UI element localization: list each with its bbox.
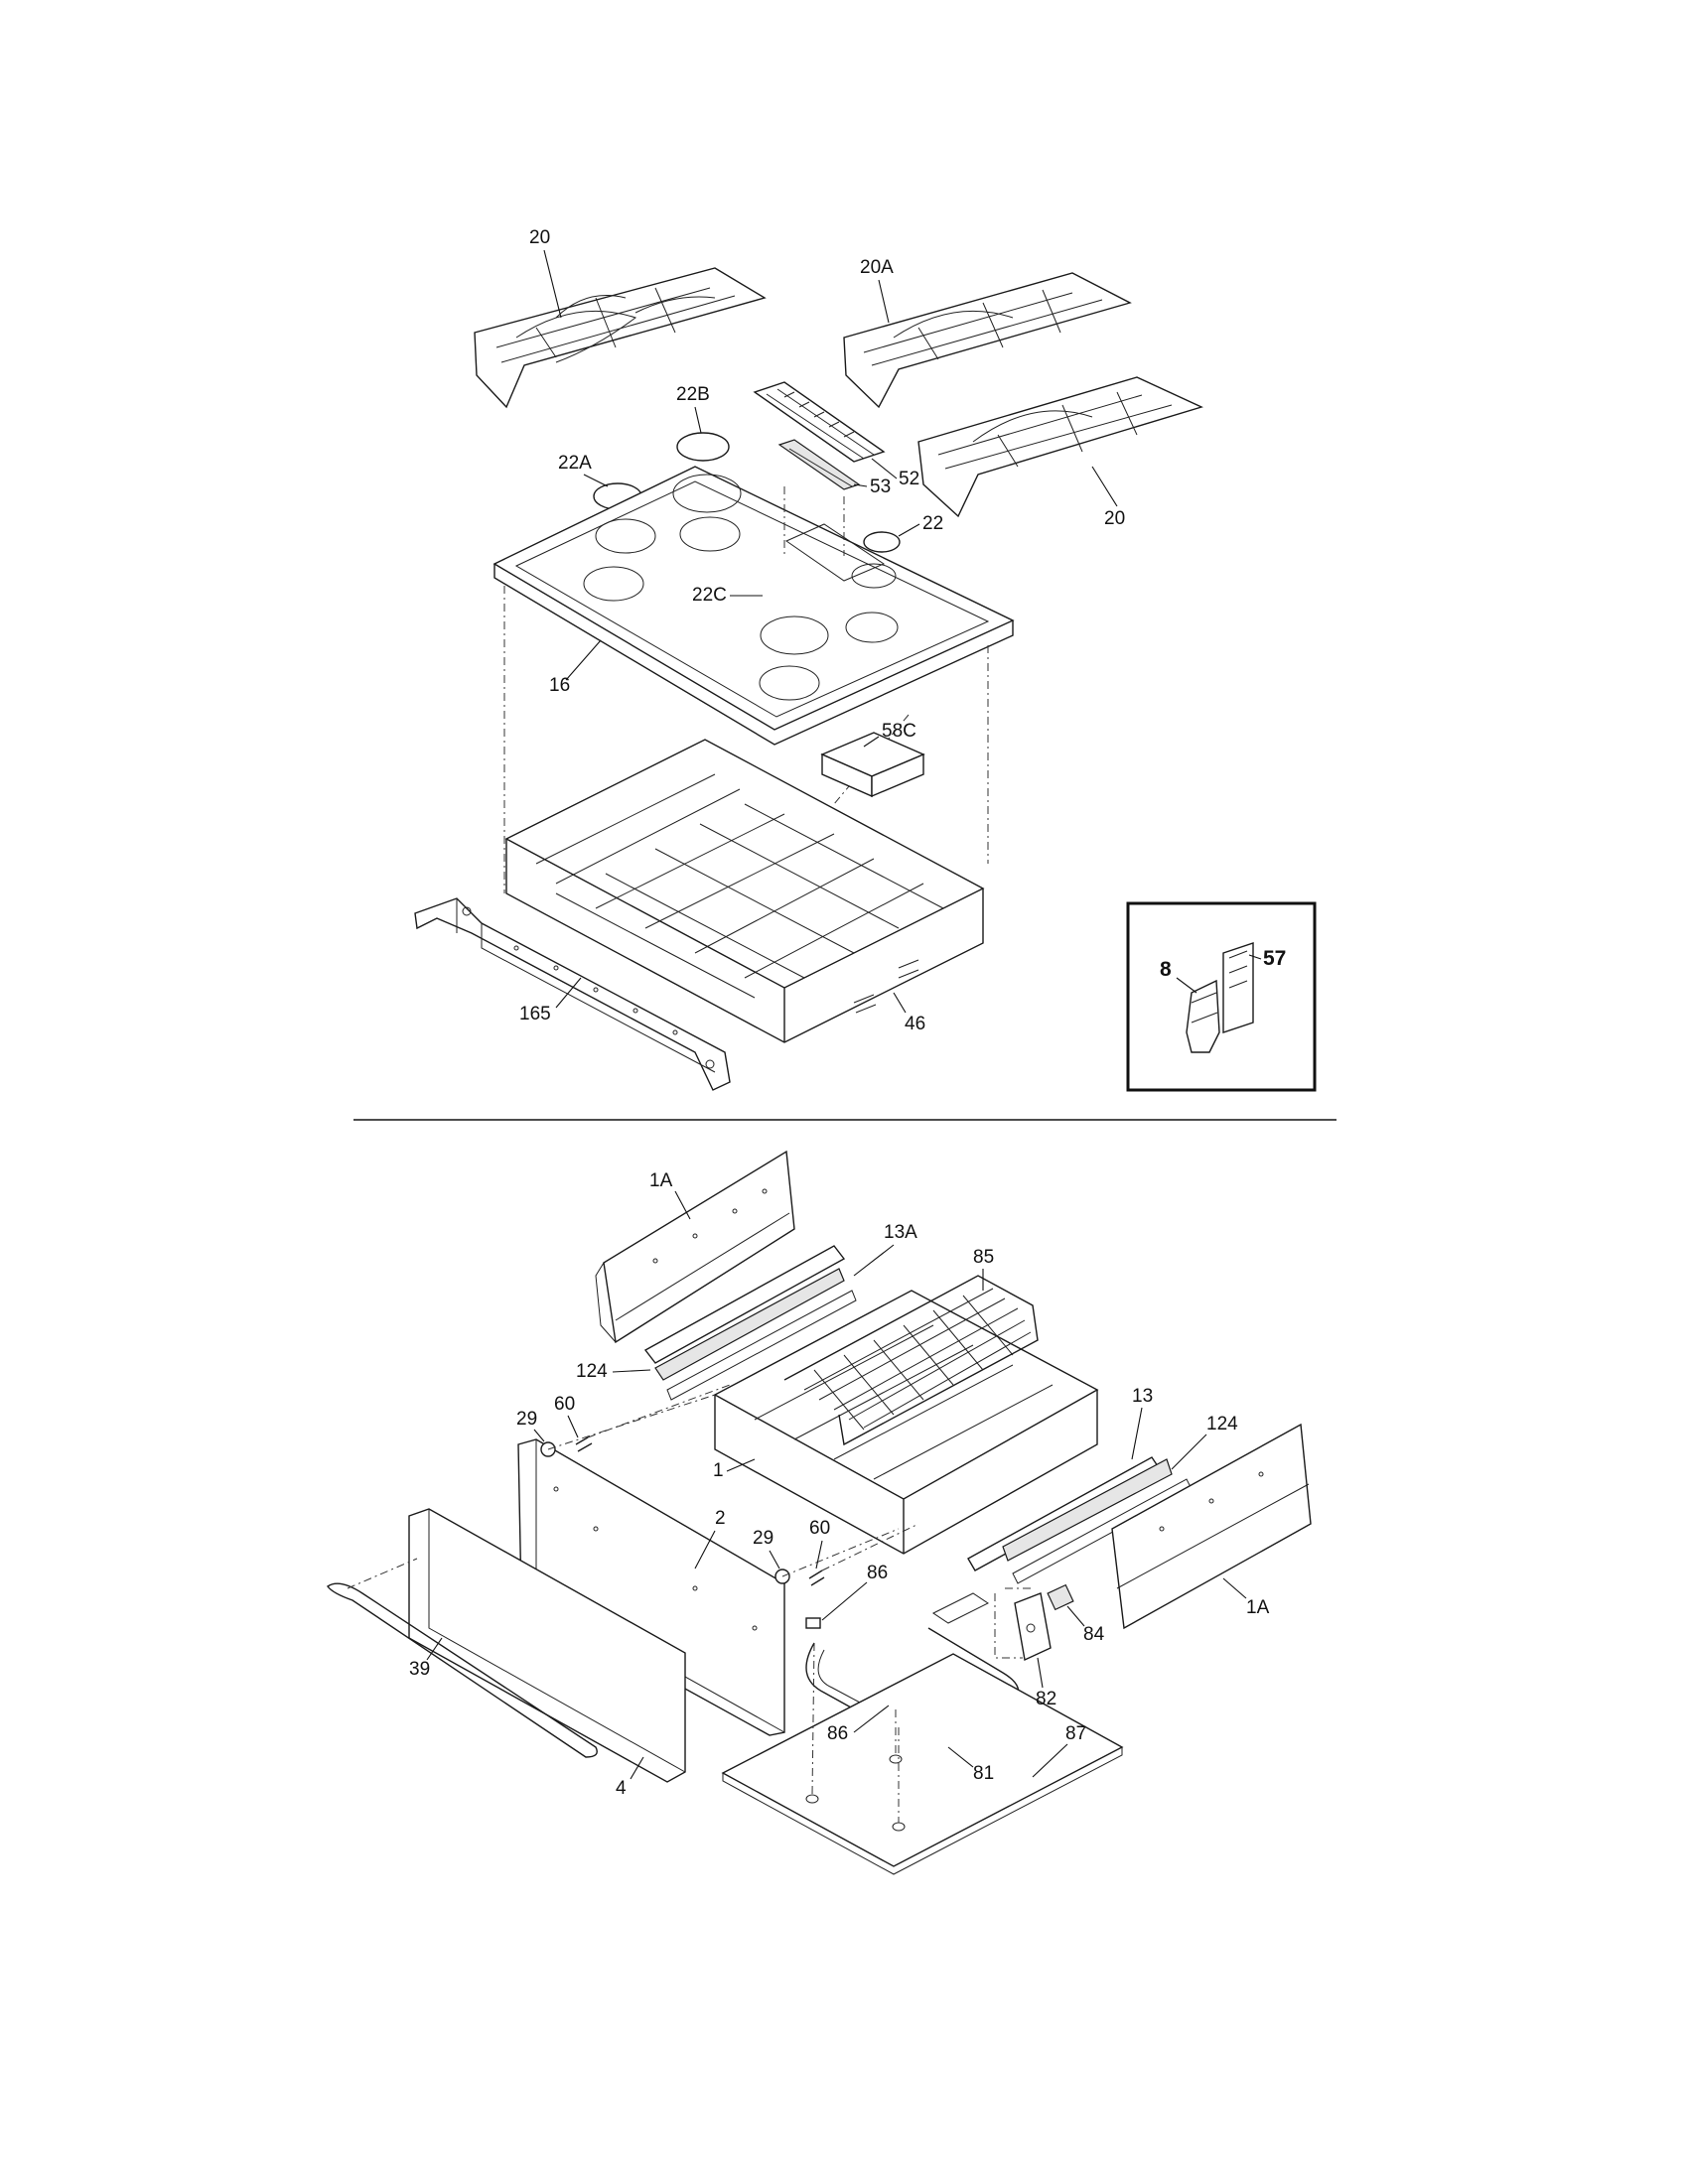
callout-1a-top: 1A [649, 1170, 673, 1191]
callout-46: 46 [905, 1014, 925, 1034]
callout-2: 2 [715, 1508, 726, 1529]
callout-58c: 58C [882, 721, 916, 742]
label-57 [1222, 942, 1254, 1033]
part-53 [777, 439, 861, 490]
drawer-handle-39 [327, 1582, 598, 1758]
callout-53: 53 [870, 477, 891, 497]
callout-1a-right: 1A [1246, 1597, 1270, 1618]
callout-87: 87 [1065, 1723, 1086, 1744]
callout-16: 16 [549, 675, 570, 696]
cooktop-16 [492, 466, 1015, 746]
burner-cap-22b [676, 432, 730, 462]
callouts-top: 20 20A 22B 52 53 20 22A 22 22C 16 58C 16… [519, 227, 1125, 1034]
callout-20a: 20A [860, 257, 894, 278]
bracket-82 [1014, 1592, 1052, 1662]
callout-82: 82 [1036, 1689, 1056, 1709]
rack-85 [783, 1275, 1039, 1446]
callout-20-left: 20 [529, 227, 550, 248]
callout-22: 22 [922, 513, 943, 534]
alignment-lines-top [503, 486, 989, 893]
callout-29-left: 29 [516, 1409, 537, 1430]
callout-1: 1 [713, 1460, 724, 1481]
bottom-panel-87 [721, 1653, 1124, 1875]
switch-84 [1047, 1583, 1074, 1611]
callout-20-right: 20 [1104, 508, 1125, 529]
burner-grate-right [917, 376, 1203, 518]
callout-60-mid: 60 [809, 1518, 830, 1539]
valve-8 [1186, 979, 1220, 1053]
callout-84: 84 [1083, 1624, 1105, 1645]
drawer-body-1 [713, 1275, 1099, 1555]
burner-grate-20a [843, 272, 1132, 409]
side-panel-1a-top [595, 1150, 795, 1344]
callouts-bottom: 1A 13A 85 124 29 60 13 124 1 2 29 60 86 … [409, 1170, 1270, 1799]
callout-22a: 22A [558, 453, 592, 474]
inset-box: 8 57 [1126, 901, 1317, 1092]
mount-86-top [805, 1617, 821, 1629]
callout-124-left: 124 [576, 1361, 608, 1382]
bracket-165 [414, 897, 731, 1091]
side-panel-1a-right [1111, 1423, 1312, 1630]
callout-39: 39 [409, 1659, 430, 1680]
callout-124-right: 124 [1206, 1414, 1238, 1434]
callout-13: 13 [1132, 1386, 1153, 1407]
drawer-slide-13 [967, 1456, 1193, 1584]
drawer-slide-13a [643, 1245, 857, 1401]
callout-52: 52 [899, 469, 919, 489]
screw-60-mid [808, 1570, 825, 1586]
callout-57: 57 [1263, 947, 1286, 970]
burner-grate-left [474, 267, 767, 409]
callout-8: 8 [1160, 958, 1172, 981]
callout-60-left: 60 [554, 1394, 575, 1415]
callout-165: 165 [519, 1004, 551, 1024]
callout-13a: 13A [884, 1222, 917, 1243]
callout-85: 85 [973, 1247, 994, 1268]
callout-22b: 22B [676, 384, 710, 405]
callout-22c: 22C [692, 585, 727, 606]
trim-52 [753, 381, 886, 463]
alignment-lines-bottom [347, 1384, 1033, 1823]
box-58c [820, 732, 925, 798]
callout-81: 81 [973, 1763, 994, 1784]
callout-29-mid: 29 [753, 1528, 774, 1549]
burner-cap-22 [863, 531, 901, 553]
callout-4: 4 [616, 1778, 627, 1799]
callout-86-top: 86 [867, 1563, 888, 1583]
burner-box-46 [504, 739, 985, 1043]
callout-86-bottom: 86 [827, 1723, 848, 1744]
screw-60-left [575, 1436, 593, 1452]
